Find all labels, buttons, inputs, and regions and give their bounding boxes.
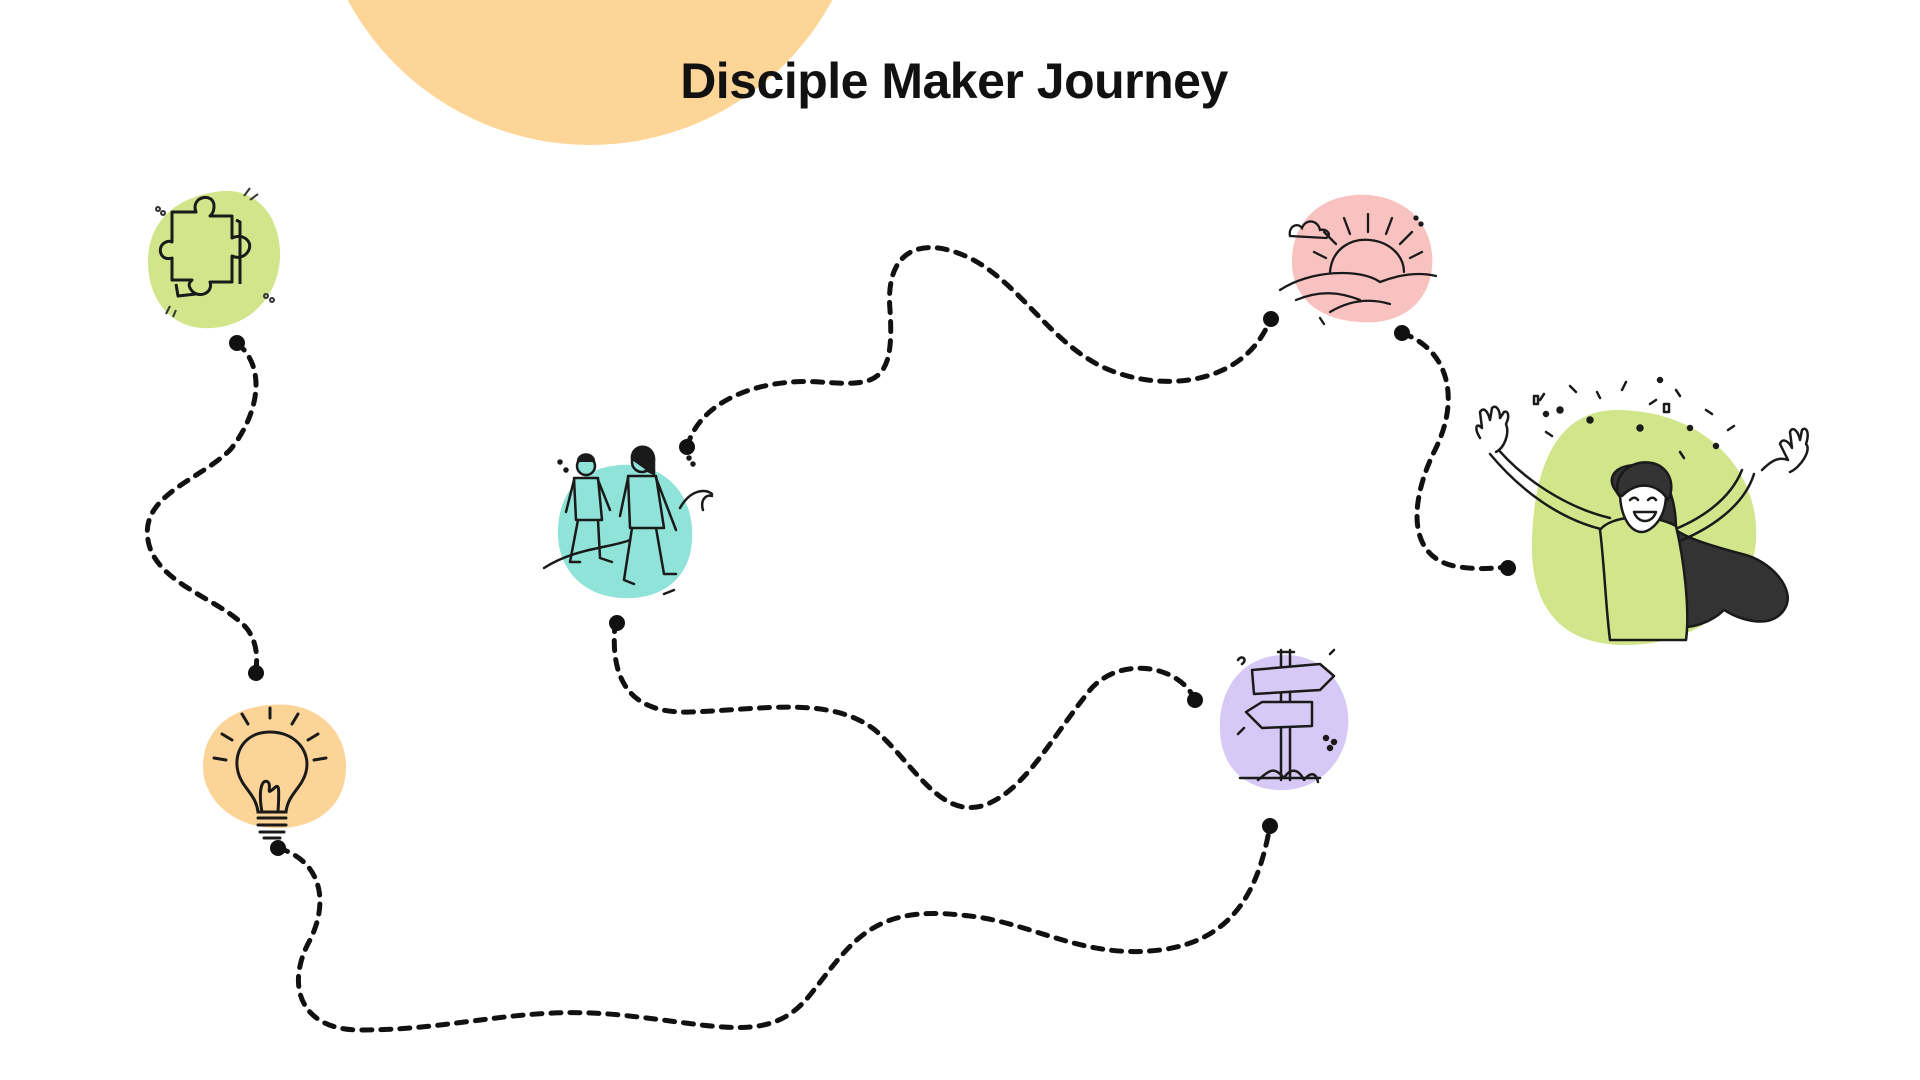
endpoint-dot xyxy=(1263,311,1279,327)
journey-paths xyxy=(144,245,1511,1033)
page-title: Disciple Maker Journey xyxy=(0,52,1920,110)
stage-puzzle xyxy=(148,187,281,329)
endpoint-dot xyxy=(1500,560,1516,576)
stage-lightbulb xyxy=(202,704,347,840)
path-endpoints xyxy=(229,311,1516,856)
stage-sunrise xyxy=(1278,194,1438,326)
page-title-text: Disciple Maker Journey xyxy=(680,53,1228,109)
lightbulb-blob xyxy=(202,704,347,829)
endpoint-dot xyxy=(1262,818,1278,834)
path-bulb-to-signpost xyxy=(275,823,1273,1033)
decorative-sun-blob xyxy=(347,0,833,145)
signpost-icon xyxy=(1236,648,1338,784)
path-sunrise-to-celebration xyxy=(1399,330,1511,572)
endpoint-dot xyxy=(679,439,695,455)
endpoint-dot xyxy=(1187,692,1203,708)
puzzle-piece-icon xyxy=(158,196,252,298)
endpoint-dot xyxy=(248,665,264,681)
endpoint-dot xyxy=(270,840,286,856)
light-bulb-icon xyxy=(212,706,328,840)
path-puzzle-to-bulb xyxy=(144,340,260,675)
celebrating-person-icon xyxy=(1475,376,1809,642)
endpoint-dot xyxy=(609,615,625,631)
endpoint-dot xyxy=(229,335,245,351)
puzzle-sparkles-icon xyxy=(155,187,275,318)
sunrise-icon xyxy=(1278,212,1438,326)
stage-celebration xyxy=(1475,376,1809,645)
path-signpost-to-walkers xyxy=(611,622,1198,810)
stage-signpost xyxy=(1219,648,1349,791)
puzzle-blob xyxy=(148,190,281,329)
path-walkers-to-sunrise xyxy=(684,245,1273,450)
walking-people-icon xyxy=(542,445,714,596)
sunrise-blob xyxy=(1291,194,1433,323)
stage-walkers xyxy=(542,445,714,599)
endpoint-dot xyxy=(1394,325,1410,341)
